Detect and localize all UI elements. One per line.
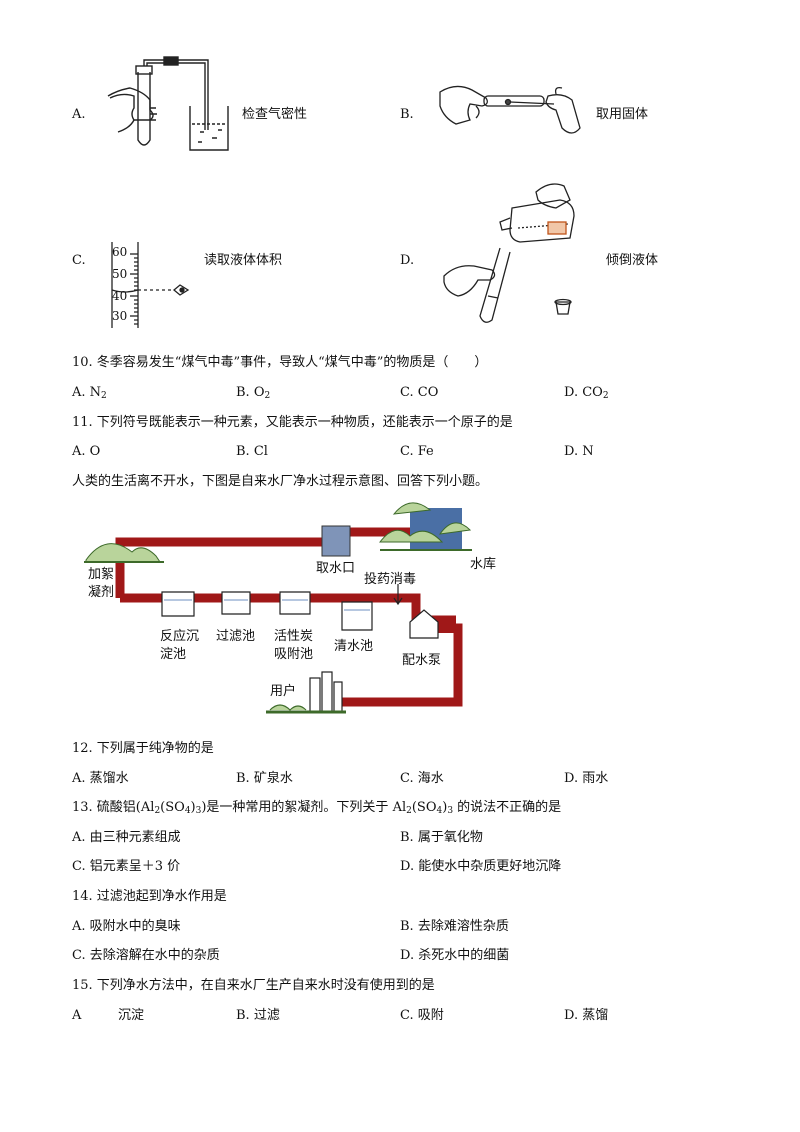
- q15-option-a: 沉淀: [118, 1008, 145, 1023]
- q10-option-b-text: B. O: [236, 385, 265, 400]
- q10-option-a: A. N2: [72, 384, 107, 402]
- label-pump: 配水泵: [402, 653, 442, 668]
- label-user: 用户: [270, 684, 297, 699]
- pump-house: [409, 609, 439, 639]
- water-treatment-diagram: [84, 502, 472, 714]
- q10-option-a-text: A. N: [72, 385, 102, 400]
- pouring-liquid-figure: [443, 183, 575, 323]
- clear-tank: [341, 601, 373, 631]
- label-clear: 清水池: [334, 639, 374, 654]
- label-carbon-2: 吸附池: [274, 647, 314, 662]
- label-reservoir: 水库: [470, 557, 497, 572]
- q11-stem: 11. 下列符号既能表示一种元素，又能表示一种物质，还能表示一个原子的是: [72, 415, 513, 430]
- q14-stem: 14. 过滤池起到净水作用是: [72, 889, 227, 904]
- option-b-caption: 取用固体: [596, 107, 649, 122]
- solid-taking-figure: [439, 85, 581, 134]
- q10-option-c: C. CO: [400, 385, 439, 400]
- q13-stem-part6: ): [442, 800, 448, 815]
- coagulant-hill: [84, 543, 164, 563]
- q13-sub2: 4: [184, 806, 191, 816]
- q10-stem: 10. 冬季容易发生“煤气中毒”事件，导致人“煤气中毒”的物质是（ ）: [72, 355, 488, 370]
- q10-option-a-sub: 2: [101, 391, 107, 401]
- q12-option-a: A. 蒸馏水: [72, 771, 129, 786]
- q13-stem: 13. 硫酸铝(Al2(SO4)3)是一种常用的絮凝剂。下列关于 Al2(SO4…: [72, 799, 561, 817]
- scale-mark-60: 60: [112, 245, 128, 259]
- settling-tank: [161, 591, 195, 617]
- pipe-pump-segment: [420, 624, 462, 633]
- option-a-letter: A.: [72, 107, 86, 122]
- q11-option-c: C. Fe: [400, 444, 434, 459]
- q13-sub1: 2: [154, 806, 161, 816]
- q14-option-a: A. 吸附水中的臭味: [72, 919, 181, 934]
- label-carbon-1: 活性炭: [274, 629, 314, 644]
- intro-text: 人类的生活离不开水，下图是自来水厂净水过程示意图、回答下列小题。: [72, 474, 489, 489]
- q13-sub4: 2: [406, 806, 412, 816]
- intake-box: [321, 525, 351, 557]
- q13-sub3: 3: [195, 806, 202, 816]
- q13-option-c: C. 铝元素呈＋3 价: [72, 859, 181, 874]
- label-settle-1: 反应沉: [160, 629, 200, 644]
- label-disinfect: 投药消毒: [364, 572, 417, 587]
- airtightness-apparatus-figure: [107, 56, 229, 151]
- q13-stem-part7: 的说法不正确的是: [453, 800, 562, 815]
- q14-option-c: C. 去除溶解在水中的杂质: [72, 948, 220, 963]
- option-d-letter: D.: [400, 253, 415, 268]
- q12-option-b: B. 矿泉水: [236, 771, 293, 786]
- q15-option-b: B. 过滤: [236, 1008, 280, 1023]
- option-c-caption: 读取液体体积: [204, 253, 283, 268]
- scale-mark-40: 40: [112, 289, 128, 303]
- disinfect-arrow: [393, 584, 403, 606]
- q13-sub6: 3: [447, 806, 454, 816]
- q13-stem-part3: ): [190, 800, 196, 815]
- q12-option-c: C. 海水: [400, 771, 444, 786]
- q11-option-a: A. O: [72, 444, 101, 459]
- q15-option-d: D. 蒸馏: [564, 1008, 609, 1023]
- cylinder-reading-figure: [111, 242, 190, 328]
- label-coagulant-1: 加絮: [88, 567, 115, 582]
- q13-stem-part1: 13. 硫酸铝(Al: [72, 800, 155, 815]
- q14-option-d: D. 杀死水中的细菌: [400, 948, 510, 963]
- q12-stem: 12. 下列属于纯净物的是: [72, 741, 214, 756]
- q13-sub5: 4: [436, 806, 443, 816]
- user-buildings: [266, 671, 346, 714]
- q13-stem-part5: (SO: [411, 800, 437, 815]
- q15-option-c: C. 吸附: [400, 1008, 444, 1023]
- q10-option-b-sub: 2: [264, 391, 271, 401]
- q12-option-d: D. 雨水: [564, 771, 609, 786]
- q10-option-d-text: D. CO: [564, 385, 603, 400]
- q13-option-d: D. 能使水中杂质更好地沉降: [400, 859, 562, 874]
- q13-stem-part4: )是一种常用的絮凝剂。下列关于 Al: [201, 800, 407, 815]
- label-coagulant-2: 凝剂: [88, 585, 115, 600]
- label-settle-2: 淀池: [160, 647, 187, 662]
- label-intake: 取水口: [316, 561, 356, 576]
- q15-option-a-letter: A: [72, 1008, 82, 1023]
- q13-option-b: B. 属于氧化物: [400, 830, 483, 845]
- q10-option-d-sub: 2: [602, 391, 609, 401]
- filter-tank: [221, 591, 251, 615]
- q13-stem-part2: (SO: [160, 800, 185, 815]
- option-d-caption: 倾倒液体: [606, 253, 659, 268]
- reservoir-scene: [378, 502, 472, 551]
- option-b-letter: B.: [400, 107, 414, 122]
- label-filter: 过滤池: [216, 629, 256, 644]
- carbon-tank: [279, 591, 311, 615]
- q11-option-d: D. N: [564, 444, 594, 459]
- q10-option-b: B. O2: [236, 384, 270, 402]
- scale-mark-30: 30: [112, 309, 128, 323]
- q15-stem: 15. 下列净水方法中，在自来水厂生产自来水时没有使用到的是: [72, 978, 435, 993]
- scale-mark-50: 50: [112, 267, 128, 281]
- q11-option-b: B. Cl: [236, 444, 268, 459]
- q13-option-a: A. 由三种元素组成: [72, 830, 181, 845]
- q14-option-b: B. 去除难溶性杂质: [400, 919, 509, 934]
- q10-option-d: D. CO2: [564, 384, 609, 402]
- option-a-caption: 检查气密性: [242, 107, 308, 122]
- option-c-letter: C.: [72, 253, 86, 268]
